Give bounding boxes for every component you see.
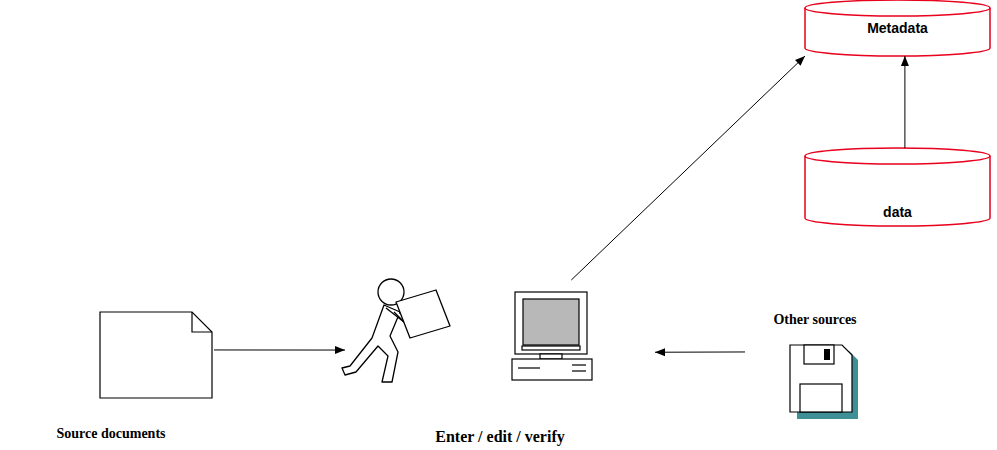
- flow-arrow: [571, 56, 805, 280]
- node-label: data: [883, 204, 912, 220]
- person-figure: [342, 279, 450, 382]
- flow-arrow: [214, 349, 345, 350]
- entry-workstation: Enter / edit / verify: [345, 280, 655, 448]
- data-store: data: [805, 148, 990, 226]
- node-label: Enter / edit / verify: [435, 428, 564, 446]
- floppy-disk-icon: [790, 345, 858, 419]
- metadata-store: Metadata: [805, 0, 990, 56]
- cylinder-rim: [805, 156, 990, 164]
- cylinder-body: [805, 148, 990, 226]
- cylinder-body: [805, 0, 990, 56]
- other-source: Other sources: [745, 312, 885, 420]
- node-label: Source documents: [56, 426, 165, 442]
- node-label: Metadata: [867, 20, 928, 36]
- flow-arrow: [904, 56, 905, 148]
- cylinder-rim: [805, 8, 990, 16]
- computer-icon: [512, 292, 592, 380]
- document-icon: [100, 312, 212, 398]
- flow-arrow: [655, 351, 745, 352]
- source-document: Source documents: [8, 310, 214, 445]
- node-label: Other sources: [773, 312, 856, 328]
